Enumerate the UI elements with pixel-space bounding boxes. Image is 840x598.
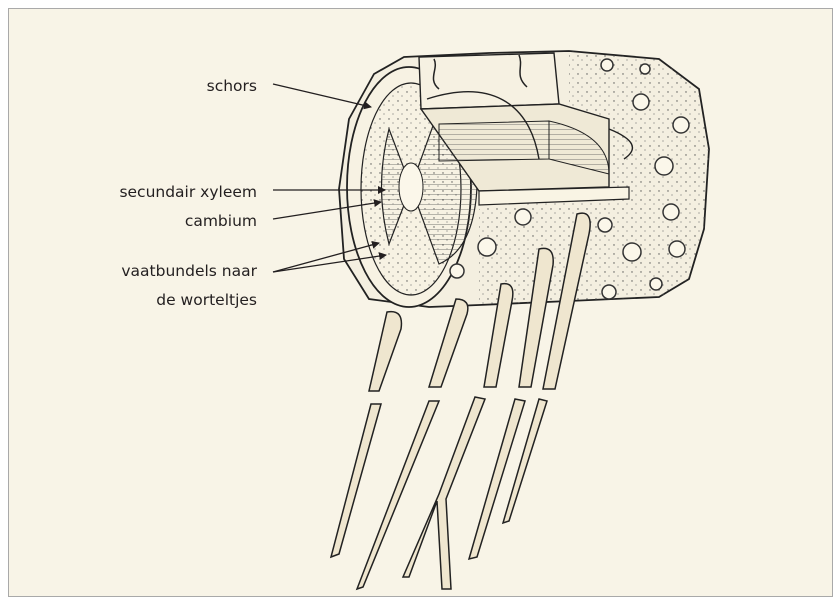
label-vaatbundels-line2: de worteltjes [156,290,257,310]
figure-panel: schors secundair xyleem cambium vaatbund… [8,8,833,597]
label-secundair-xyleem: secundair xyleem [119,182,257,202]
label-cambium: cambium [185,211,257,231]
cross-section-illustration [9,9,833,597]
leader-schors [273,84,371,107]
label-schors: schors [207,76,257,96]
label-vaatbundels-line1: vaatbundels naar [121,261,257,281]
stem-cylinder [339,51,709,307]
